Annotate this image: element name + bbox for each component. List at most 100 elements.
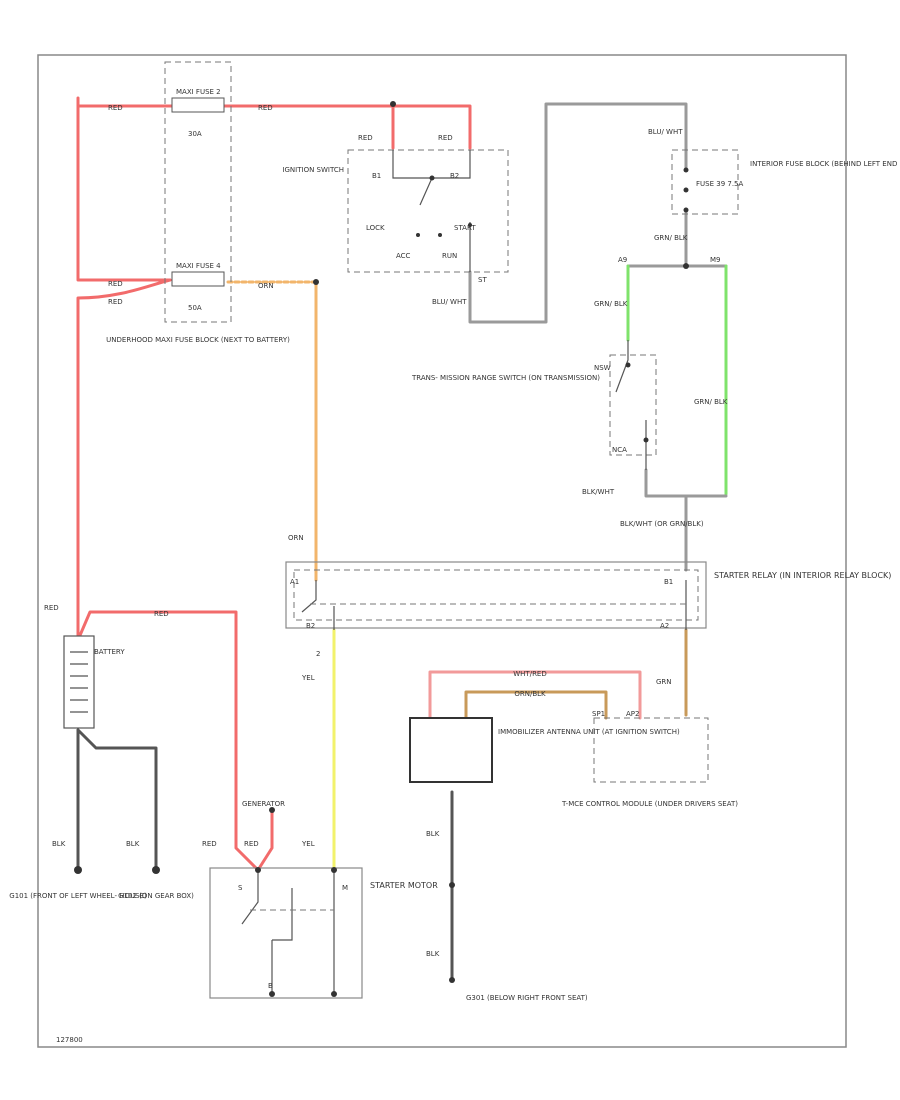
label-underhood-block: UNDERHOOD MAXI FUSE BLOCK (NEXT TO BATTE…: [106, 336, 290, 344]
relay-switch: [301, 580, 687, 630]
label-red-fuse-top: RED: [258, 104, 273, 112]
maxi-fuse-top: [171, 97, 225, 113]
label-nsw: NSW: [594, 364, 611, 372]
label-red-main-left: RED: [108, 104, 123, 112]
label-red-left-a: RED: [108, 280, 123, 288]
sm-dot-1: [255, 867, 261, 873]
label-a9: A9: [618, 256, 627, 264]
label-ground-g301: G301 (BELOW RIGHT FRONT SEAT): [466, 994, 588, 1002]
label-grn-relay: GRN: [656, 678, 672, 686]
ignition-switch-box: [347, 149, 509, 273]
wire-blu-wht: [468, 102, 688, 324]
label-red-batt-a: RED: [44, 604, 59, 612]
label-blk-a: BLK: [52, 840, 66, 848]
label-grn-blk-a: GRN/ BLK: [654, 234, 688, 242]
label-tcm: T-MCE CONTROL MODULE (UNDER DRIVERS SEAT…: [561, 800, 738, 808]
label-blk-wht-b: BLK/WHT (OR GRN/BLK): [620, 520, 704, 528]
label-ign-run: RUN: [442, 252, 457, 260]
label-ign-acc: ACC: [396, 252, 411, 260]
label-ign-red-right: RED: [438, 134, 453, 142]
battery-cells: [70, 651, 88, 713]
label-fuse-maxi-bottom: MAXI FUSE 4: [176, 262, 221, 270]
tr-dot-1: [625, 362, 631, 368]
label-ign-red-left: RED: [358, 134, 373, 142]
starter-motor-box: [209, 867, 363, 999]
label-blk-d: BLK: [426, 950, 440, 958]
label-orn-fuse: ORN: [258, 282, 274, 290]
label-sm-m: M: [342, 884, 348, 892]
generator-dot: [269, 807, 275, 813]
label-fuse-30a: 30A: [188, 130, 202, 138]
label-relay-a1: A1: [290, 578, 299, 586]
tr-dot-2: [643, 437, 649, 443]
label-generator: GENERATOR: [242, 800, 285, 808]
label-ign-b2: B2: [450, 172, 459, 180]
splice-orn: [313, 279, 319, 285]
label-starter-motor: STARTER MOTOR: [370, 881, 438, 890]
trans-range-switch-box: [609, 354, 657, 456]
label-grn-blk-b: GRN/ BLK: [594, 300, 628, 308]
wire-red-left-vertical: [76, 104, 172, 282]
label-ground-g101: G101 (FRONT OF LEFT WHEEL- HOUSE): [9, 892, 147, 900]
sm-dot-4: [331, 991, 337, 997]
starter-relay-inner: [293, 569, 699, 621]
maxi-fuse-bottom: [171, 271, 225, 287]
label-relay-b2: B2: [306, 622, 315, 630]
wire-battery-ground-b: [76, 728, 158, 872]
label-grn-blk-c: GRN/ BLK: [694, 398, 728, 406]
label-tcm-pin-b: AP2: [626, 710, 639, 718]
int-fuse-dot-c: [683, 207, 689, 213]
label-int-fuse-block: INTERIOR FUSE BLOCK (BEHIND LEFT END OF …: [750, 160, 900, 168]
immobilizer-box: [409, 717, 493, 783]
splice-grn: [683, 263, 689, 269]
label-m9: M9: [710, 256, 721, 264]
wire-red-fuse-join: [76, 278, 172, 642]
label-code: 127800: [56, 1036, 83, 1044]
label-relay-b1: B1: [664, 578, 673, 586]
label-ign-lock: LOCK: [366, 224, 385, 232]
label-yel-a: YEL: [301, 674, 315, 682]
ign-dot-1: [429, 175, 435, 181]
sm-dot-2: [331, 867, 337, 873]
wire-red-generator: [256, 808, 274, 872]
label-ign-st: ST: [478, 276, 487, 284]
label-orn-relay: ORN: [288, 534, 304, 542]
ign-dot-4: [468, 223, 472, 227]
label-blk-b: BLK: [126, 840, 140, 848]
label-starter-relay: STARTER RELAY (IN INTERIOR RELAY BLOCK): [714, 571, 891, 580]
label-yel-b: YEL: [301, 840, 315, 848]
starter-relay-box: [285, 561, 707, 629]
wire-wht-red: [428, 670, 642, 720]
label-blu-wht-b: BLU/ WHT: [648, 128, 683, 136]
tcm-box: [593, 717, 709, 783]
ground-g101-dot: [74, 866, 82, 874]
trans-range-contacts: [615, 340, 647, 470]
label-immob-antenna: IMMOBILIZER ANTENNA UNIT (AT IGNITION SW…: [498, 728, 680, 736]
label-int-fuse-num: FUSE 39 7.5A: [696, 180, 744, 188]
interior-fuse-box: [671, 149, 739, 215]
label-red-batt-b: RED: [154, 610, 169, 618]
label-sm-s: S: [238, 884, 243, 892]
splice-ignition: [390, 101, 396, 107]
label-relay-in: 2: [316, 650, 320, 658]
label-blk-c: BLK: [426, 830, 440, 838]
label-ign-b1: B1: [372, 172, 381, 180]
label-fuse-50a: 50A: [188, 304, 202, 312]
wire-blk-wht-join: [644, 468, 728, 498]
label-gen-red-a: RED: [202, 840, 217, 848]
sm-dot-3: [269, 991, 275, 997]
label-ign-start: START: [454, 224, 476, 232]
ign-dot-3: [438, 233, 442, 237]
starter-motor-internals: [241, 870, 335, 994]
label-gen-red-b: RED: [244, 840, 259, 848]
int-fuse-dot-a: [683, 167, 689, 173]
wire-red-top: [76, 96, 472, 150]
label-blu-wht-a: BLU/ WHT: [432, 298, 467, 306]
label-relay-a2: A2: [660, 622, 669, 630]
label-ground-g102: G102 (ON GEAR BOX): [118, 892, 194, 900]
diagram-frame: [37, 54, 847, 1048]
label-wht-red: WHT/RED: [513, 670, 547, 678]
ground-g102-dot: [152, 866, 160, 874]
ground-g301-dot-a: [449, 882, 455, 888]
